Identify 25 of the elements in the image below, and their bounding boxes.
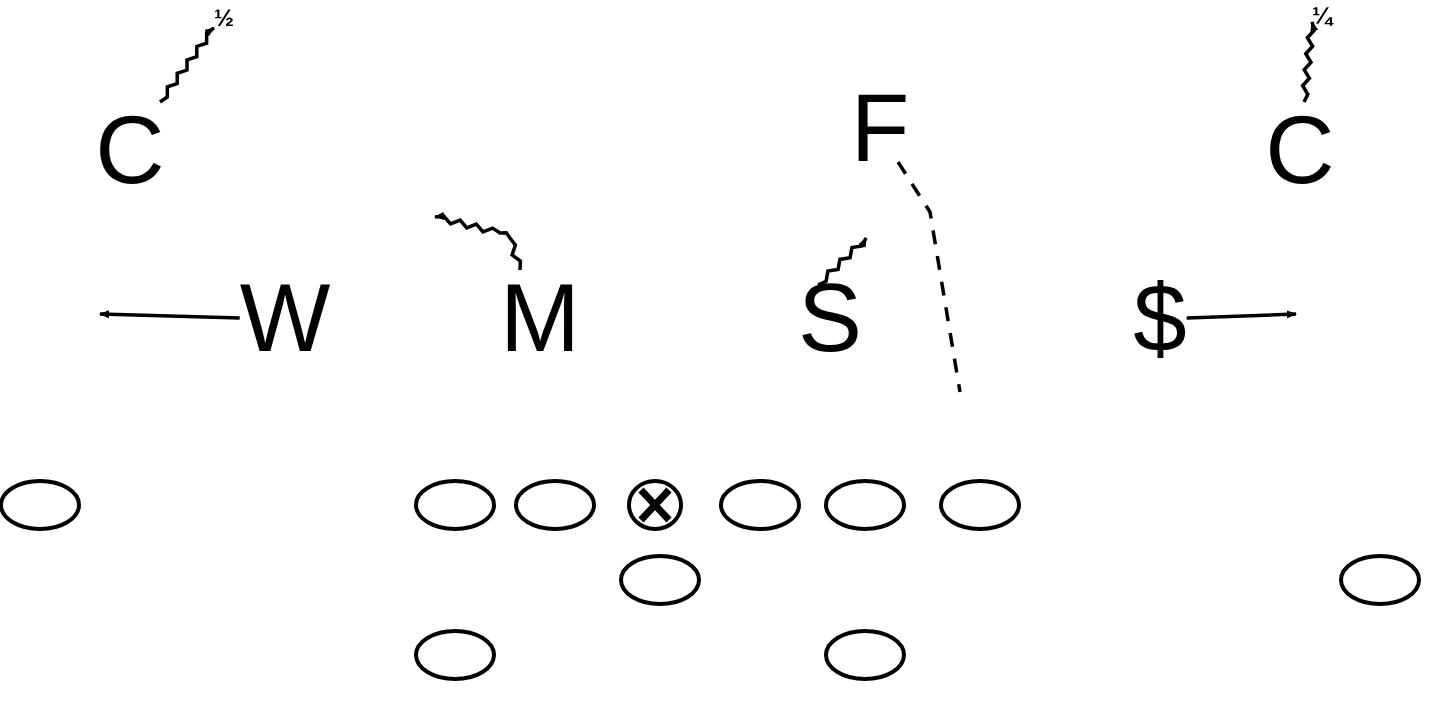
player-circle	[618, 553, 702, 607]
player-letter: F	[850, 80, 910, 176]
route-arrow	[159, 26, 215, 104]
route-arrow	[1300, 21, 1319, 103]
player-letter: M	[500, 270, 580, 366]
route-arrow	[817, 237, 868, 287]
player-circle	[938, 478, 1022, 532]
player-circle	[823, 628, 907, 682]
route-line	[896, 161, 962, 393]
player-circle	[823, 478, 907, 532]
depth-fraction: ½	[214, 6, 234, 30]
route-arrow	[1186, 310, 1297, 320]
route-arrow	[434, 212, 523, 271]
player-circle	[413, 478, 497, 532]
player-letter: W	[239, 270, 331, 366]
player-letter: S	[798, 270, 862, 366]
player-circle	[1338, 553, 1422, 607]
player-circle	[718, 478, 802, 532]
depth-fraction: ¼	[1312, 4, 1332, 28]
player-circle	[413, 628, 497, 682]
player-letter: $	[1133, 270, 1187, 366]
player-letter: C	[1265, 102, 1335, 198]
player-letter: C	[95, 102, 165, 198]
player-circle	[513, 478, 597, 532]
route-arrow	[99, 310, 240, 320]
